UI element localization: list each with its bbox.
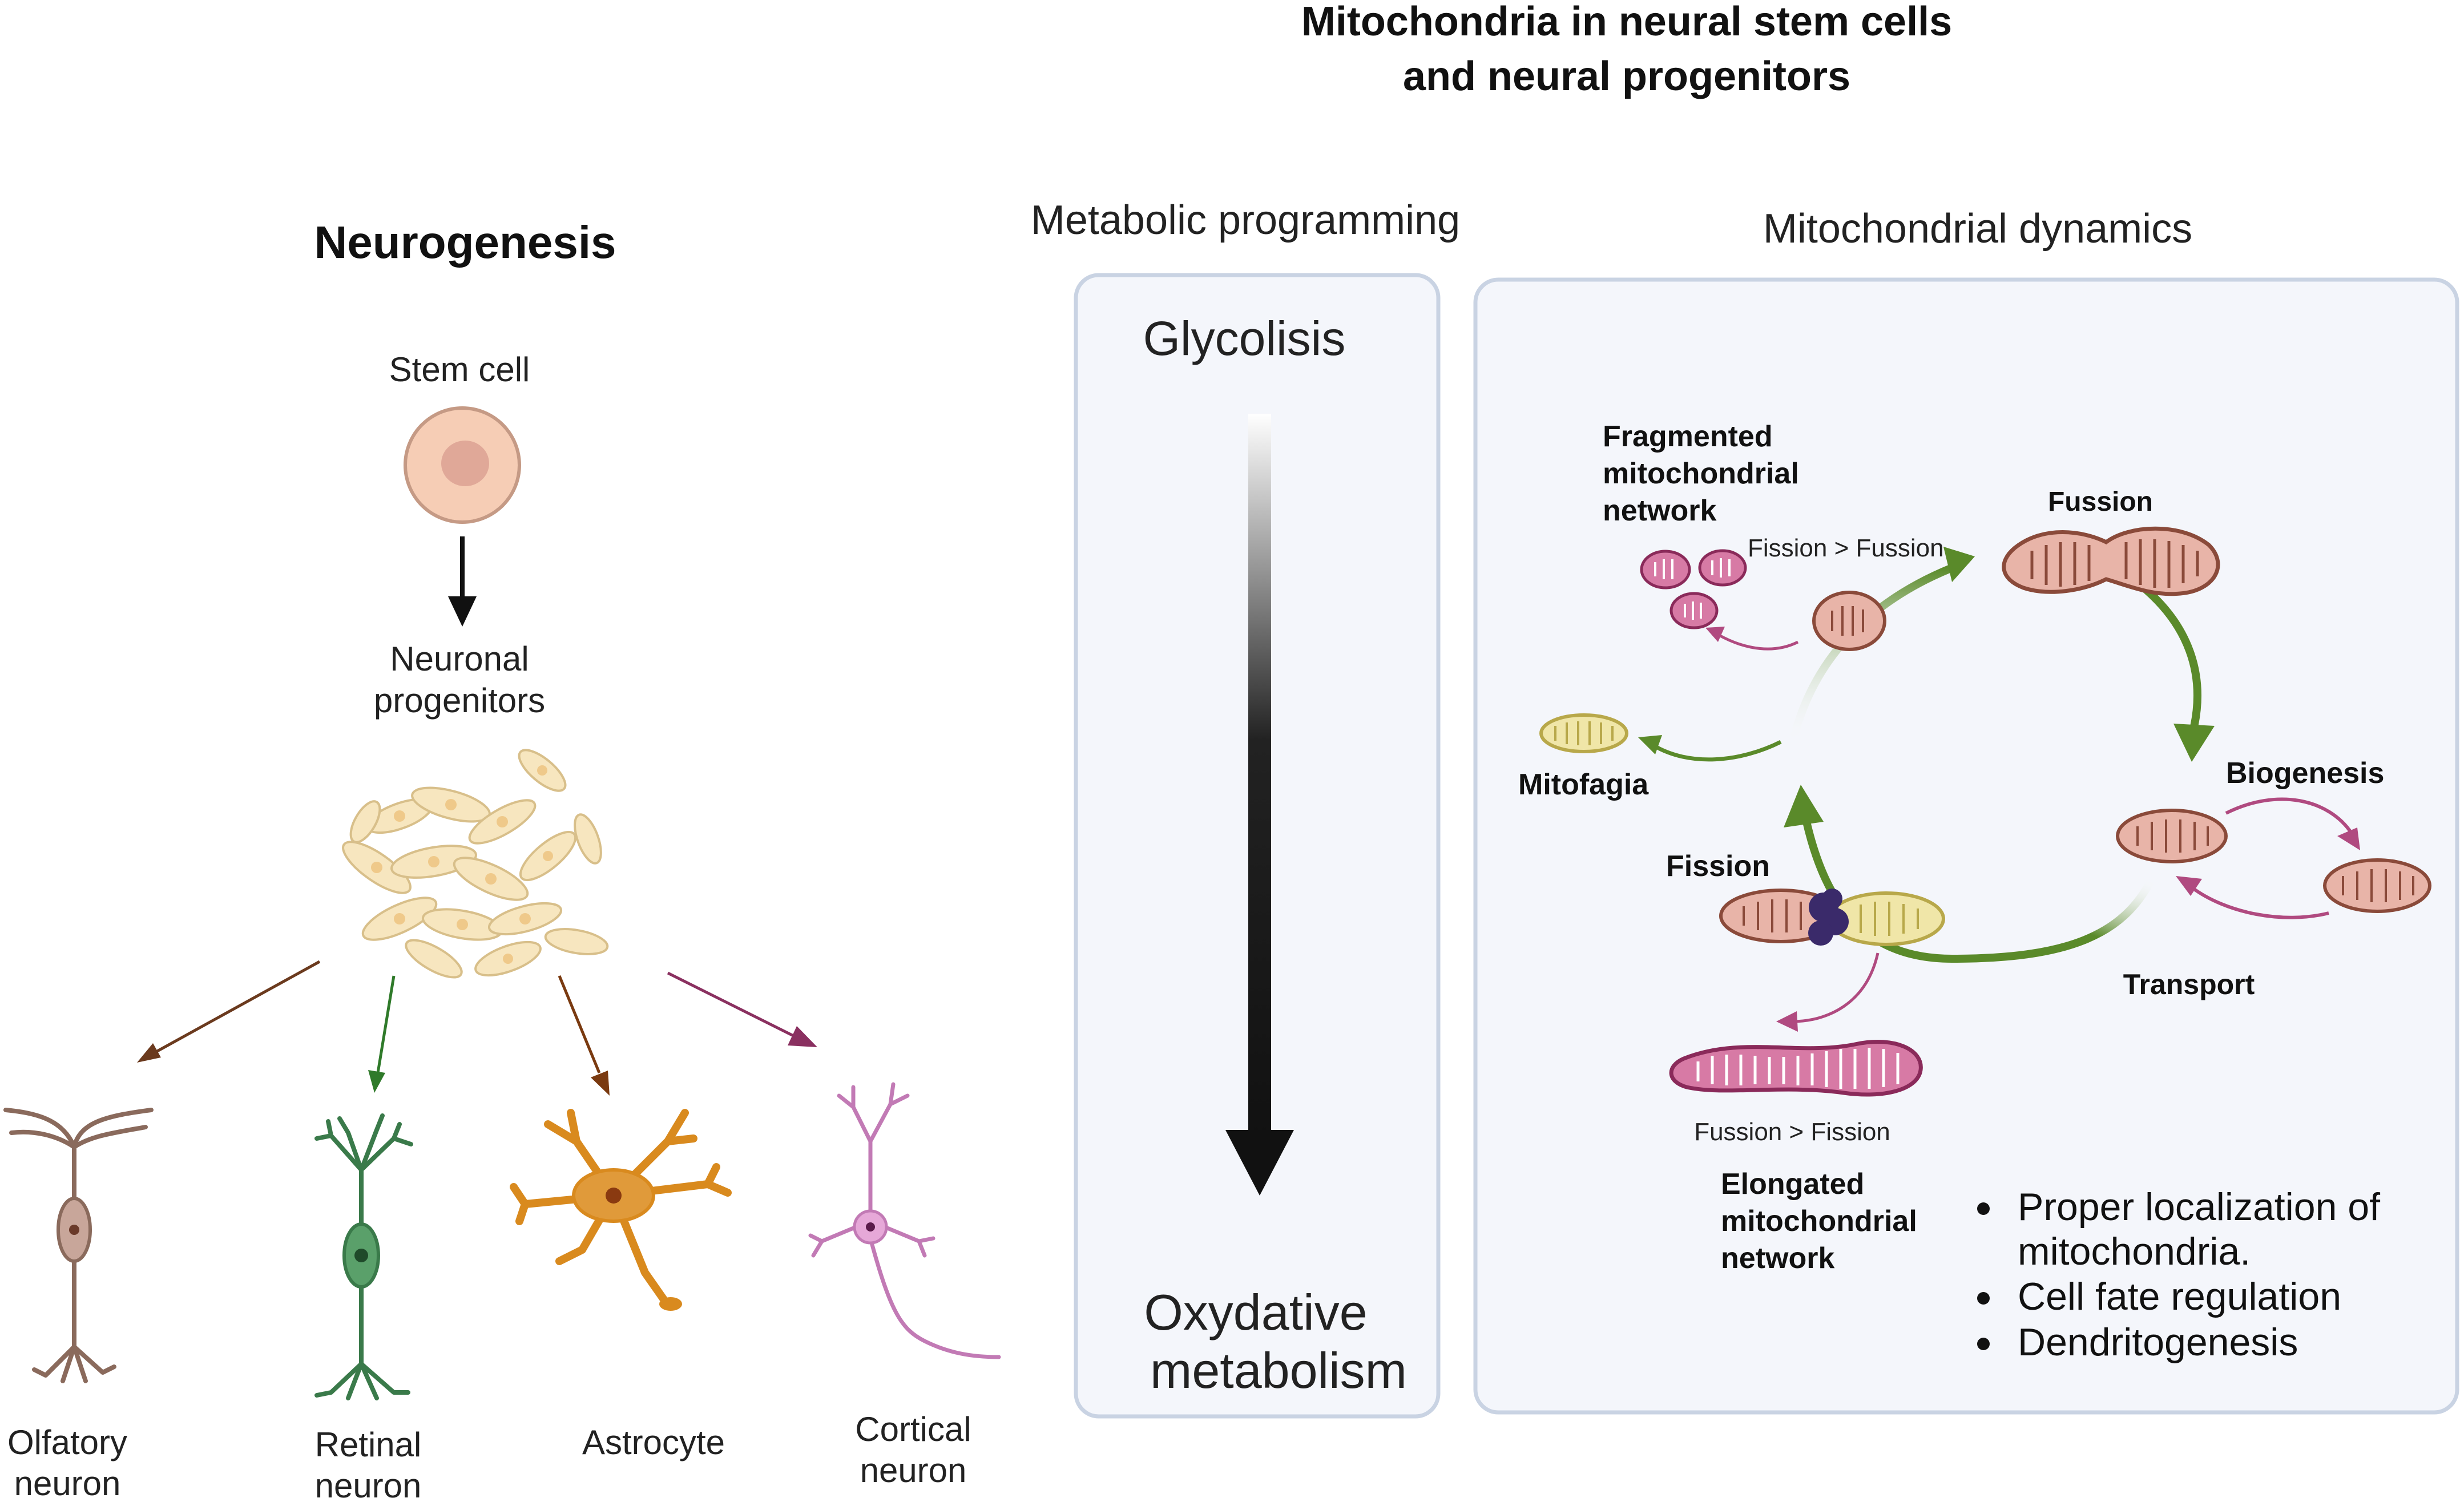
- olfactory-neuron-label-line1: Olfatory: [7, 1423, 127, 1461]
- stem-cell-icon: [404, 406, 521, 524]
- biogenesis-arrows: [2191, 797, 2353, 919]
- bullet-dot: [1977, 1292, 1990, 1305]
- main-title-line1: Mitochondria in neural stem cells: [1301, 0, 1952, 45]
- fission-gt-fusion-label: Fission > Fussion: [1748, 534, 1944, 562]
- cycle-arrowhead-biogenesis: [2173, 724, 2215, 762]
- elongated-mito-icon: [1669, 1040, 1923, 1097]
- cortical-neuron-label-line1: Cortical: [855, 1410, 971, 1448]
- elongated-label-line2: mitochondrial: [1721, 1205, 1917, 1238]
- bullet-2: Cell fate regulation: [2018, 1275, 2341, 1318]
- elongated-label-line3: network: [1721, 1242, 1834, 1275]
- progenitors-label-line1: Neuronal: [390, 640, 529, 678]
- olfactory-neuron-label-line2: neuron: [14, 1464, 121, 1502]
- fragmented-label-line2: mitochondrial: [1603, 457, 1799, 490]
- biogenesis-arrowhead-left: [2176, 876, 2202, 896]
- arrow-to-elongated: [1776, 952, 1880, 1032]
- fusion-mito-icon: [2002, 526, 2220, 596]
- cycle-arrowhead-fission: [1784, 785, 1824, 827]
- mitofagia-mito-icon: [1539, 713, 1628, 753]
- fragmented-label-line3: network: [1603, 494, 1716, 527]
- glycolysis-label: Glycolisis: [1143, 312, 1346, 365]
- functions-bullet-list: Proper localization of mitochondria. Cel…: [1977, 1185, 2380, 1364]
- progenitor-nuclei: [371, 765, 553, 964]
- arrow-to-fragmented: [1705, 627, 1799, 651]
- cycle-arrowhead-fusion: [1943, 547, 1975, 582]
- arrow-to-olfactory: [137, 960, 321, 1063]
- biogenesis-arrowhead-right: [2337, 827, 2360, 850]
- elongated-label-line1: Elongated: [1721, 1168, 1864, 1201]
- cortical-neuron-label-line2: neuron: [860, 1451, 967, 1489]
- stem-to-progenitor-arrow: [448, 536, 477, 627]
- neurogenesis-section: Neurogenesis Stem cell Neuronal progenit…: [3, 217, 1001, 1502]
- neurogenesis-heading: Neurogenesis: [314, 217, 616, 268]
- retinal-neuron-label-line2: neuron: [315, 1467, 422, 1502]
- dynamics-heading: Mitochondrial dynamics: [1763, 206, 2192, 252]
- metabolic-heading: Metabolic programming: [1031, 197, 1460, 243]
- bullet-3: Dendritogenesis: [2018, 1321, 2298, 1364]
- astrocyte-icon: [510, 1109, 732, 1311]
- oxidative-label-line2: metabolism: [1150, 1342, 1407, 1399]
- progenitors-label-line2: progenitors: [374, 681, 545, 720]
- bullet-dot: [1977, 1338, 1990, 1350]
- arrow-to-cortical: [667, 971, 817, 1047]
- biogenesis-mito-right-icon: [2323, 858, 2431, 913]
- fission-label: Fission: [1666, 850, 1770, 883]
- drp1-protein-icon: [1808, 889, 1849, 946]
- transport-label: Transport: [2123, 968, 2255, 1000]
- fission-single-mito-icon: [1812, 591, 1886, 651]
- arrow-to-astrocyte: [558, 975, 610, 1096]
- fusion-label: Fussion: [2048, 487, 2153, 517]
- bullet-1-line2: mitochondria.: [2018, 1230, 2251, 1273]
- fragmented-mitochondria-icon: [1640, 549, 1747, 629]
- dynamics-section: Mitochondrial dynamics Fragmented mitoch…: [1473, 206, 2459, 1415]
- biogenesis-mito-left-icon: [2116, 809, 2228, 863]
- biogenesis-label: Biogenesis: [2226, 757, 2384, 790]
- metabolic-section: Metabolic programming Glycolisis Oxydati…: [1031, 197, 1460, 1419]
- fission-dividing-mito-icon: [1719, 889, 1945, 946]
- arrow-to-mitofagia: [1638, 735, 1782, 762]
- fragmented-label-line1: Fragmented: [1603, 420, 1773, 453]
- mitofagia-label: Mitofagia: [1518, 768, 1649, 801]
- dynamics-cycle: [1784, 547, 2215, 963]
- metabolic-gradient-arrow: [1225, 414, 1294, 1196]
- olfactory-neuron-icon: [3, 1108, 154, 1383]
- retinal-neuron-label-line1: Retinal: [315, 1426, 422, 1464]
- retinal-neuron-icon: [314, 1113, 413, 1400]
- stem-cell-label: Stem cell: [389, 350, 530, 389]
- astrocyte-label: Astrocyte: [582, 1423, 725, 1461]
- bullet-dot: [1977, 1202, 1990, 1215]
- arrow-to-retinal: [368, 975, 396, 1093]
- main-title-line2: and neural progenitors: [1403, 54, 1850, 99]
- oxidative-label-line1: Oxydative: [1144, 1284, 1367, 1341]
- fusion-gt-fission-label: Fussion > Fission: [1694, 1118, 1890, 1146]
- cortical-neuron-icon: [808, 1082, 1001, 1359]
- bullet-1-line1: Proper localization of: [2018, 1185, 2380, 1229]
